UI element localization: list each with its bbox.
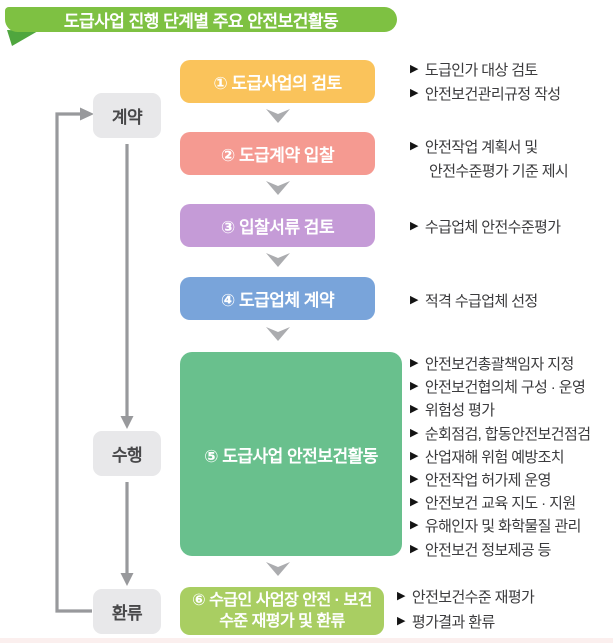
step-box-4-label: ④ 도급업체 계약 [220, 291, 335, 310]
step-box-3: ③ 입찰서류 검토 [180, 204, 375, 247]
bullet-group-4: ▶ 적격 수급업체 선정 [410, 288, 538, 312]
triangle-bullet-icon: ▶ [410, 62, 418, 75]
list-item-text: 안전작업 계획서 및 [424, 138, 538, 156]
triangle-bullet-icon: ▶ [410, 496, 418, 509]
bullet-group-6: ▶ 안전보건수준 재평가 ▶ 평가결과 환류 [397, 584, 535, 634]
list-item-text: 안전보건 교육 지도 · 지원 [424, 495, 576, 513]
step-box-1: ① 도급사업의 검토 [180, 60, 375, 103]
step2-chevron-down-icon [266, 181, 290, 195]
stage-feedback: 환류 [93, 589, 161, 634]
stage-feedback-label: 환류 [111, 604, 143, 623]
list-item: ▶ 수급업체 안전수준평가 [410, 214, 561, 238]
bullet-group-5: ▶ 안전보건총괄책임자 지정 ▶ 안전보건협의체 구성 · 운영 ▶ 위험성 평… [410, 352, 591, 561]
triangle-bullet-icon: ▶ [410, 357, 418, 370]
list-item-text: 안전보건수준 재평가 [411, 589, 535, 606]
bullet-group-2: ▶ 안전작업 계획서 및 안전수준평가 기준 제시 [410, 134, 569, 182]
list-item-text: 도급인가 대상 검토 [424, 61, 538, 79]
step-box-5: ⑤ 도급사업 안전보건활동 [180, 352, 402, 556]
list-item: ▶ 순회점검, 합동안전보건점검 [410, 422, 591, 445]
list-item-text: 위험성 평가 [424, 402, 495, 420]
list-item-text: 안전보건협의체 구성 · 운영 [424, 379, 586, 397]
step-box-4: ④ 도급업체 계약 [180, 277, 375, 320]
triangle-bullet-icon: ▶ [410, 519, 418, 532]
list-item-text: 평가결과 환류 [411, 614, 495, 631]
step-box-5-label: ⑤ 도급사업 안전보건활동 [204, 446, 378, 466]
list-item-text: 안전작업 허가제 운영 [424, 472, 552, 490]
stage-perform-label: 수행 [111, 446, 143, 465]
step3-chevron-down-icon [266, 253, 290, 267]
feedback-loop-line [55, 112, 92, 613]
list-item: ▶ 안전보건 교육 지도 · 지원 [410, 491, 590, 514]
bullet-group-1: ▶ 도급인가 대상 검토 ▶ 안전보건관리규정 작성 [410, 57, 561, 105]
step-box-6: ⑥ 수급인 사업장 안전 · 보건 수준 재평가 및 환류 [180, 587, 384, 635]
step-box-3-label: ③ 입찰서류 검토 [220, 218, 335, 237]
step4-chevron-down-icon [266, 327, 290, 341]
triangle-bullet-icon: ▶ [410, 293, 418, 306]
triangle-bullet-icon: ▶ [410, 380, 418, 393]
list-item: ▶ 안전작업 허가제 운영 [410, 468, 590, 491]
contract-to-perform-arrowhead [120, 416, 134, 429]
stage-contract-label: 계약 [111, 108, 143, 127]
list-item-text: 적격 수급업체 선정 [424, 292, 538, 310]
list-item: ▶ 도급인가 대상 검토 [410, 57, 560, 81]
stage-contract: 계약 [93, 93, 161, 138]
triangle-bullet-icon: ▶ [410, 219, 418, 232]
banner-tail [7, 30, 38, 46]
step-box-6-label-line1: ⑥ 수급인 사업장 안전 · 보건 [192, 592, 372, 609]
list-item: ▶ 적격 수급업체 선정 [410, 288, 538, 312]
list-item: ▶ 평가결과 환류 [397, 609, 534, 634]
page-title-banner: 도급사업 진행 단계별 주요 안전보건활동 [5, 7, 397, 32]
step-box-6-label-line2: 수준 재평가 및 환류 [219, 613, 345, 630]
list-item-text: 안전보건 정보제공 등 [424, 541, 552, 559]
step5-chevron-down-icon [266, 562, 290, 576]
triangle-bullet-icon: ▶ [397, 615, 405, 627]
step-box-2: ② 도급계약 입찰 [180, 132, 375, 175]
triangle-bullet-icon: ▶ [410, 426, 418, 439]
triangle-bullet-icon: ▶ [410, 139, 418, 152]
list-item-text: 안전보건관리규정 작성 [424, 85, 561, 103]
triangle-bullet-icon: ▶ [410, 473, 418, 486]
page-title: 도급사업 진행 단계별 주요 안전보건활동 [63, 12, 339, 31]
list-item: ▶ 산업재해 위험 예방조치 [410, 445, 590, 468]
list-item-text: 순회점검, 합동안전보건점검 [424, 425, 591, 443]
list-item: ▶ 안전보건수준 재평가 [397, 584, 535, 609]
list-item: ▶ 안전보건관리규정 작성 [410, 81, 561, 105]
list-item: ▶ 안전보건협의체 구성 · 운영 [410, 375, 590, 398]
list-item-continuation: 안전수준평가 기준 제시 [410, 158, 569, 182]
triangle-bullet-icon: ▶ [397, 590, 405, 602]
list-item-text: 안전수준평가 기준 제시 [429, 162, 569, 180]
list-item-text: 안전보건총괄책임자 지정 [424, 356, 574, 374]
list-item: ▶ 위험성 평가 [410, 398, 590, 421]
step-box-2-label: ② 도급계약 입찰 [220, 146, 335, 165]
list-item-text: 수급업체 안전수준평가 [424, 218, 561, 236]
bullet-group-3: ▶ 수급업체 안전수준평가 [410, 214, 561, 238]
perform-to-feedback-arrowhead [120, 573, 134, 586]
cropped-next-section-edge [0, 638, 613, 643]
list-item-text: 유해인자 및 화학물질 관리 [424, 518, 582, 536]
triangle-bullet-icon: ▶ [410, 449, 418, 462]
step1-chevron-down-icon [266, 109, 290, 123]
list-item: ▶ 안전보건총괄책임자 지정 [410, 352, 590, 375]
list-item-text: 산업재해 위험 예방조치 [424, 448, 565, 466]
stage-perform: 수행 [93, 431, 161, 476]
list-item: ▶ 안전작업 계획서 및 [410, 134, 568, 158]
triangle-bullet-icon: ▶ [410, 403, 418, 416]
step-box-1-label: ① 도급사업의 검토 [213, 74, 342, 93]
triangle-bullet-icon: ▶ [410, 86, 418, 99]
list-item: ▶ 유해인자 및 화학물질 관리 [410, 514, 590, 537]
triangle-bullet-icon: ▶ [410, 542, 418, 555]
feedback-loop-arrowhead [80, 107, 94, 121]
list-item: ▶ 안전보건 정보제공 등 [410, 538, 590, 561]
